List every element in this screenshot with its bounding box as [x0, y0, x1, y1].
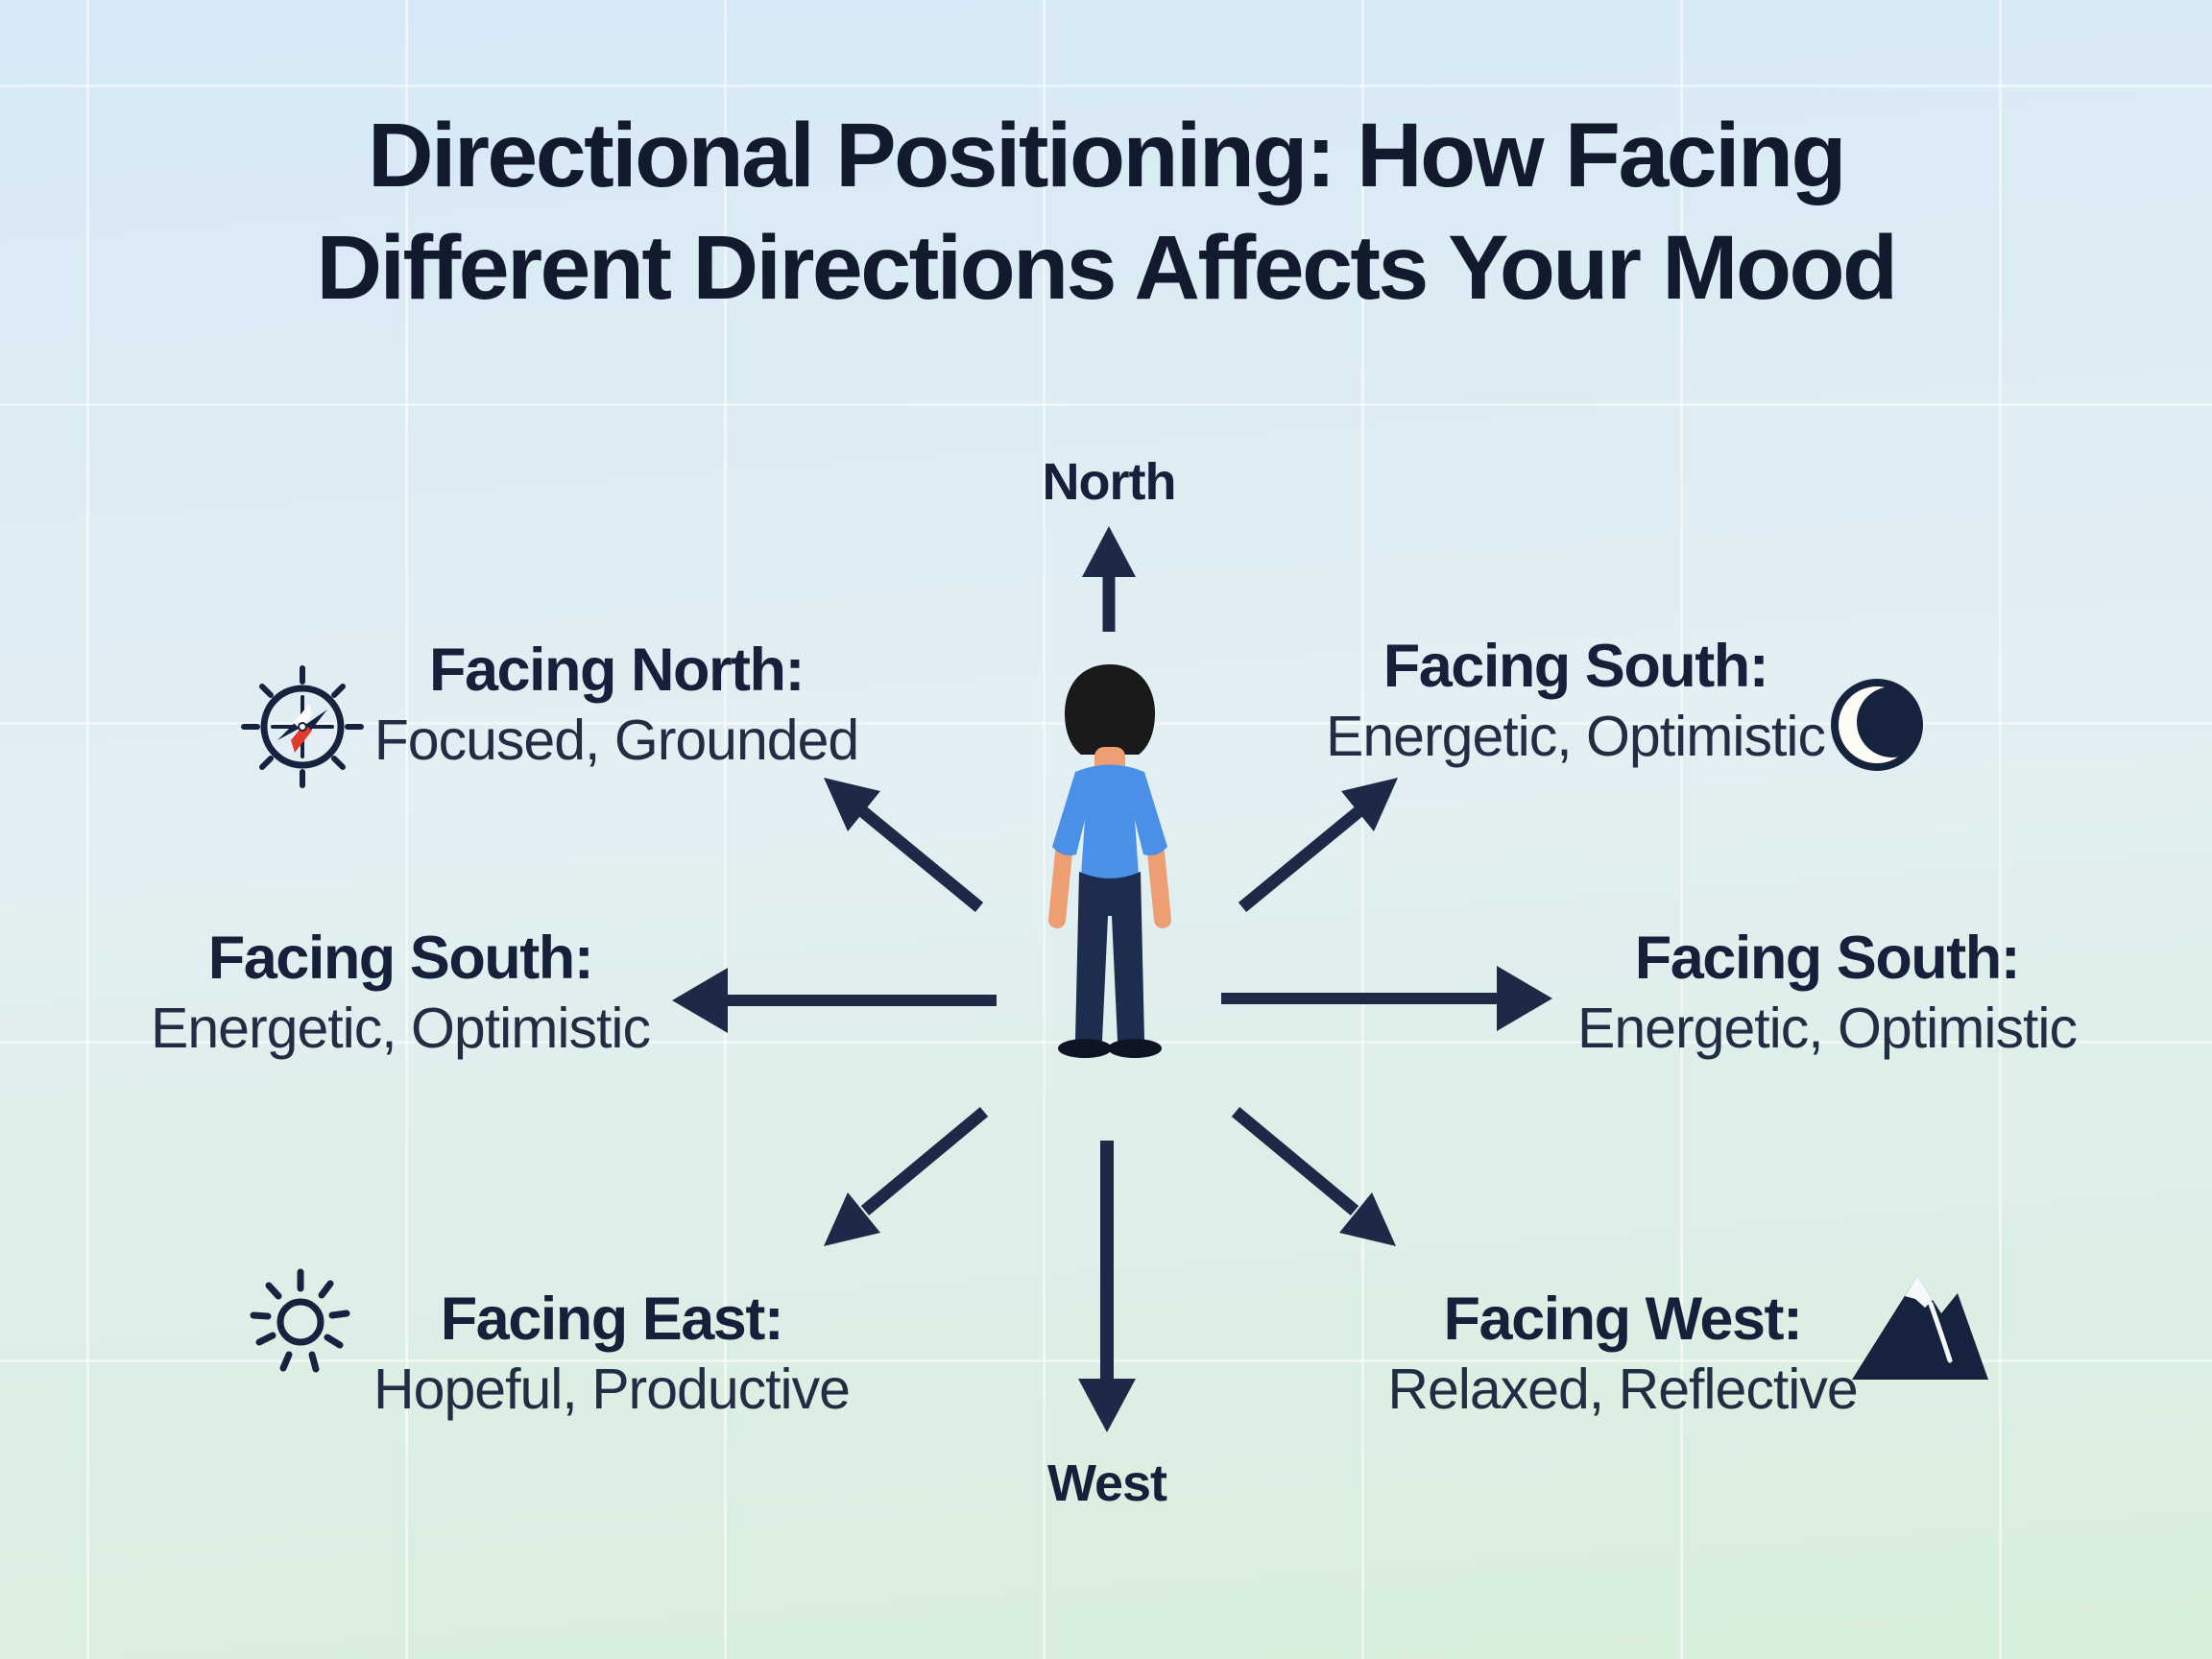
- arrow-down-right: [1231, 1106, 1396, 1246]
- callout-mid-left: Facing South: Energetic, Optimistic: [151, 924, 651, 1061]
- callout-sub: Relaxed, Reflective: [1387, 1358, 1858, 1422]
- callout-sub: Hopeful, Productive: [373, 1358, 851, 1422]
- person-figure: [1048, 664, 1171, 1058]
- title-line-2: Different Directions Affects Your Mood: [316, 216, 1898, 319]
- arrow-up-right: [1238, 778, 1398, 913]
- page-title: Directional Positioning: How Facing Diff…: [98, 100, 2114, 325]
- arrow-left: [672, 968, 997, 1033]
- arrow-up-left: [824, 778, 984, 913]
- callout-mid-right: Facing South: Energetic, Optimistic: [1577, 924, 2078, 1061]
- callout-heading: Facing West:: [1443, 1285, 1803, 1353]
- callout-sub: Energetic, Optimistic: [1326, 705, 1826, 769]
- callout-heading: Facing East:: [440, 1285, 784, 1353]
- person-right-arm: [1147, 844, 1171, 928]
- arrow-down: [1078, 1141, 1136, 1432]
- west-label: West: [1046, 1455, 1167, 1512]
- callout-heading: Facing South:: [1634, 924, 2021, 992]
- mountain-icon: [1852, 1276, 1988, 1380]
- callout-heading: Facing South:: [1382, 632, 1769, 700]
- person-pants: [1075, 872, 1144, 1041]
- callout-heading: Facing North:: [429, 636, 805, 704]
- callout-top-right: Facing South: Energetic, Optimistic: [1326, 632, 1826, 769]
- callout-sub: Focused, Grounded: [373, 709, 859, 773]
- arrow-down-left: [824, 1106, 989, 1246]
- callout-top-left: Facing North: Focused, Grounded: [374, 638, 859, 771]
- callout-heading: Facing South:: [207, 924, 594, 992]
- title-line-1: Directional Positioning: How Facing: [367, 105, 1847, 206]
- callout-sub: Energetic, Optimistic: [1577, 997, 2078, 1061]
- person-right-shoe: [1108, 1039, 1162, 1058]
- person-shirt: [1052, 764, 1167, 881]
- arrow-up: [1082, 526, 1136, 632]
- sun-icon: [250, 1268, 350, 1373]
- north-label: North: [1042, 453, 1177, 511]
- compass-icon: [241, 665, 364, 788]
- person-left-shoe: [1058, 1039, 1112, 1058]
- moon-icon: [1831, 679, 1923, 771]
- callout-bottom-right: Facing West: Relaxed, Reflective: [1387, 1285, 1858, 1422]
- callout-bottom-left: Facing East: Hopeful, Productive: [373, 1285, 851, 1422]
- person-hair: [1064, 664, 1156, 755]
- arrow-right: [1221, 966, 1552, 1031]
- callout-sub: Energetic, Optimistic: [151, 997, 651, 1061]
- person-left-arm: [1048, 844, 1072, 928]
